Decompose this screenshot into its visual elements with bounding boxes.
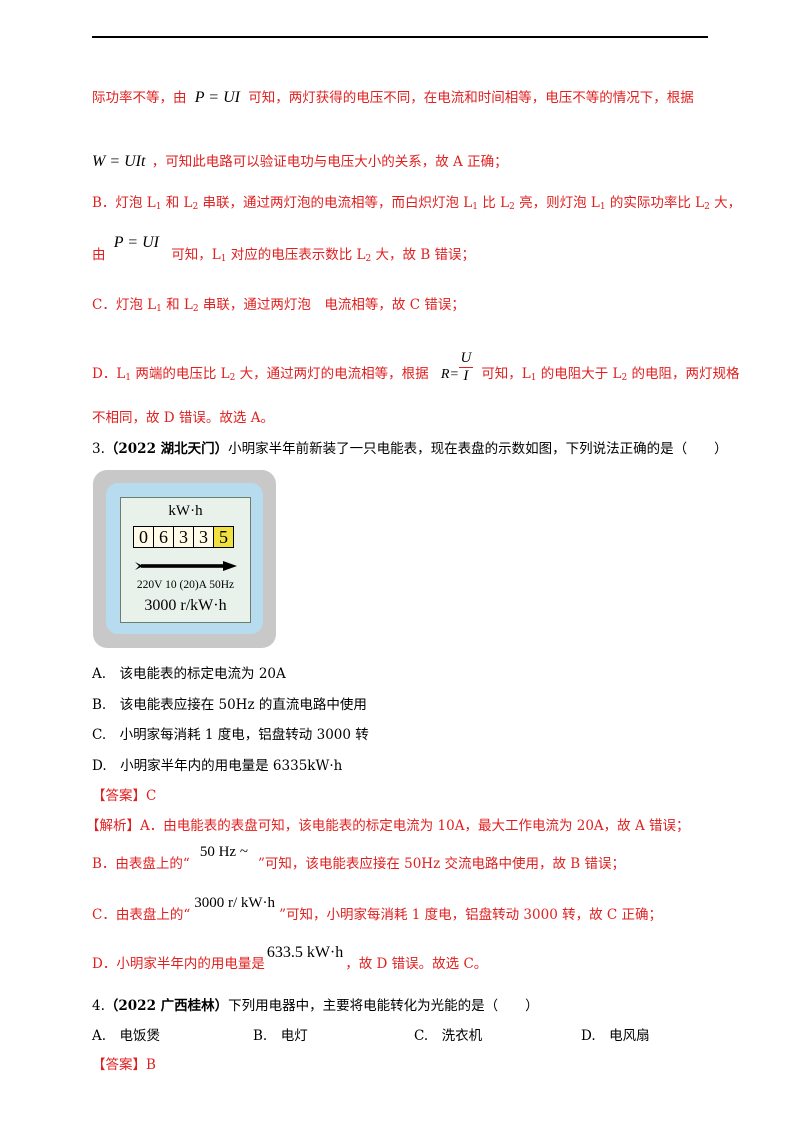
energy-meter-figure: kW·h 0 6 3 3 5 220V 10 (20)A 50Hz 3000 r… [93, 470, 276, 648]
question-number: 3. [92, 441, 105, 457]
analysis-d: D．小明家半年内的用电量是633.5 kW·h，故 D 错误。故选 C。 [92, 944, 488, 972]
formula-p-ui: P = UI [194, 89, 240, 106]
q4-option-a: A. 电饭煲 [92, 1028, 161, 1044]
meter-digit: 3 [174, 527, 194, 547]
text: 可知，两灯获得的电压不同，在电流和时间相等，电压不等的情况下，根据 [248, 90, 694, 106]
meter-digit: 6 [154, 527, 174, 547]
analysis-line-5: C．灯泡 L1 和 L2 串联，通过两灯泡 电流相等，故 C 错误； [92, 297, 465, 314]
option-b: B. 该电能表应接在 50Hz 的直流电路中使用 [92, 697, 367, 713]
text: A．由电能表的表盘可知，该电能表的标定电流为 10A，最大工作电流为 20A，故… [140, 818, 690, 834]
option-d: D. 小明家半年内的用电量是 6335kW·h [92, 758, 343, 774]
formula-50hz: 50 Hz ~ [199, 844, 248, 860]
analysis-a: 【解析】A．由电能表的表盘可知，该电能表的标定电流为 10A，最大工作电流为 2… [86, 817, 690, 835]
answer: 【答案】C [92, 788, 157, 804]
option-c: C. 小明家每消耗 1 度电，铝盘转动 3000 转 [92, 727, 369, 743]
analysis-line-1: 际功率不等，由 P = UI 可知，两灯获得的电压不同，在电流和时间相等，电压不… [92, 89, 694, 107]
meter-spec: 220V 10 (20)A 50Hz [136, 579, 235, 591]
option-a: A. 该电能表的标定电流为 20A [92, 666, 286, 682]
q4-option-d: D. 电风扇 [581, 1028, 650, 1044]
analysis-line-2: W = UIt ，可知此电路可以验证电功与电压大小的关系，故 A 正确； [92, 153, 508, 171]
question-text: 下列用电器中，主要将电能转化为光能的是（ ） [228, 998, 539, 1014]
formula-p-ui: P = UI [113, 234, 159, 251]
meter-disc-arrow-icon [135, 561, 237, 571]
text: 由 [92, 247, 106, 263]
analysis-line-7: 不相同，故 D 错误。故选 A。 [92, 410, 274, 426]
question-source: （2022 广西桂林） [104, 998, 229, 1014]
analysis-c: C．由表盘上的“3000 r/ kW·h”可知，小明家每消耗 1 度电，铝盘转动… [92, 895, 662, 923]
meter-rev-constant: 3000 r/kW·h [144, 597, 227, 614]
formula-w-uit: W = UIt [92, 153, 146, 170]
question-source: （2022 湖北天门） [104, 441, 229, 457]
meter-panel: kW·h 0 6 3 3 5 220V 10 (20)A 50Hz 3000 r… [120, 497, 251, 623]
formula-3000r-kwh: 3000 r/ kW·h [194, 895, 276, 911]
formula-r: R= [440, 367, 459, 382]
meter-unit: kW·h [168, 503, 203, 519]
question-3-stem: 3.（2022 湖北天门）小明家半年前新装了一只电能表，现在表盘的示数如图，下列… [92, 440, 728, 458]
q4-option-c: C. 洗衣机 [414, 1028, 483, 1044]
analysis-line-4: 由 P = UI 可知，L1 对应的电压表示数比 L2 大，故 B 错误； [92, 234, 476, 264]
analysis-line-3: B．灯泡 L1 和 L2 串联，通过两灯泡的电流相等，而白炽灯泡 L1 比 L2… [92, 195, 742, 212]
question-4-stem: 4.（2022 广西桂林）下列用电器中，主要将电能转化为光能的是（ ） [92, 997, 539, 1015]
analysis-b: B．由表盘上的“50 Hz ~”可知，该电能表应接在 50Hz 交流电路中使用，… [92, 844, 625, 872]
q4-answer: 【答案】B [92, 1057, 156, 1073]
analysis-label: 【解析】 [86, 818, 140, 834]
question-number: 4. [92, 998, 105, 1014]
meter-digit-decimal: 5 [214, 527, 233, 547]
text: ，可知此电路可以验证电功与电压大小的关系，故 A 正确； [151, 154, 508, 170]
meter-digits: 0 6 3 3 5 [133, 526, 234, 548]
question-text: 小明家半年前新装了一只电能表，现在表盘的示数如图，下列说法正确的是（ ） [228, 441, 728, 457]
formula-633-5-kwh: 633.5 kW·h [266, 944, 344, 961]
header-rule [92, 36, 708, 38]
meter-digit: 0 [134, 527, 154, 547]
meter-digit: 3 [194, 527, 214, 547]
q4-option-b: B. 电灯 [253, 1028, 308, 1044]
text: 际功率不等，由 [92, 90, 187, 106]
